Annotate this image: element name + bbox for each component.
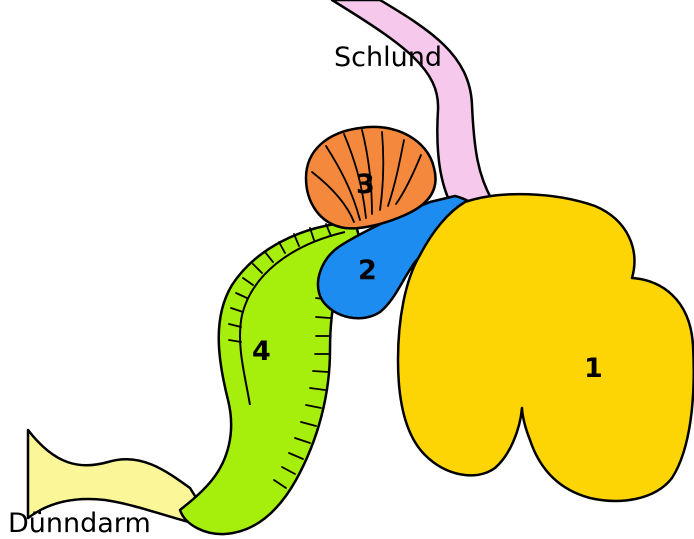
compartment-1-number: 1 xyxy=(584,353,603,384)
compartment-2-number: 2 xyxy=(358,255,377,286)
compartment-3-number: 3 xyxy=(356,169,375,200)
rumen-shape xyxy=(398,194,694,501)
esophagus-label: Schlund xyxy=(334,42,442,73)
compartment-4-number: 4 xyxy=(252,336,271,367)
small-intestine-label: Dünndarm xyxy=(8,508,151,539)
